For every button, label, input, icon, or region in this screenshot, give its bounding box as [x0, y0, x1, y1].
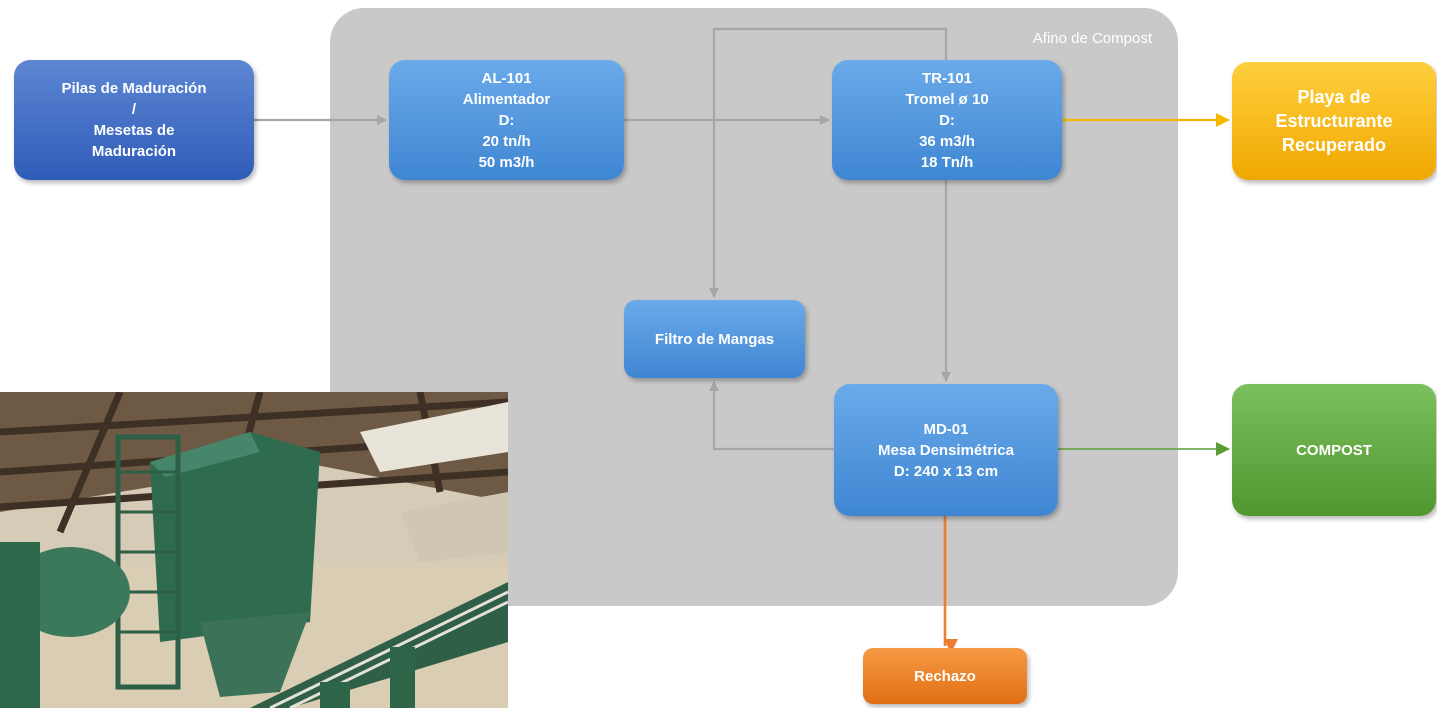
- arrow-md01-to-filtro: [709, 381, 834, 451]
- tr101-line-5: 18 Tn/h: [920, 153, 974, 171]
- pilas-line-2: /: [131, 101, 137, 118]
- rechazo-label: Rechazo: [914, 667, 976, 685]
- filtro-de-mangas-node: Filtro de Mangas: [624, 300, 805, 378]
- md-01-mesa-densimetrica-node: MD-01 Mesa Densimétrica D: 240 x 13 cm: [834, 384, 1058, 516]
- pilas-line-3: Mesetas de: [93, 122, 175, 139]
- pilas-line-1: Pilas de Maduración: [61, 80, 207, 97]
- tr101-line-1: TR-101: [921, 69, 973, 87]
- playa-line-3: Recuperado: [1281, 135, 1387, 155]
- pilas-de-maduracion-node: Pilas de Maduración / Mesetas de Madurac…: [14, 60, 254, 180]
- tr101-line-2: Tromel ø 10: [905, 90, 989, 108]
- arrow-tr101-to-filtro: [709, 27, 948, 298]
- filtro-label: Filtro de Mangas: [654, 330, 775, 348]
- rechazo-node: Rechazo: [863, 648, 1027, 704]
- al101-line-5: 50 m3/h: [478, 153, 535, 171]
- al-101-alimentador-node: AL-101 Alimentador D: 20 tn/h 50 m3/h: [389, 60, 624, 180]
- md01-line-1: MD-01: [923, 420, 969, 438]
- photo-illustration: [0, 392, 508, 708]
- tr101-line-3: D:: [939, 111, 955, 129]
- al101-line-4: 20 tn/h: [482, 132, 531, 150]
- dust-collector-photo: [0, 392, 508, 708]
- al101-line-1: AL-101: [481, 69, 532, 87]
- group-label: Afino de Compost: [1032, 30, 1152, 47]
- pilas-line-4: Maduración: [91, 143, 177, 160]
- playa-de-estructurante-node: Playa de Estructurante Recuperado: [1232, 62, 1436, 180]
- compost-node: COMPOST: [1232, 384, 1436, 516]
- tr-101-tromel-node: TR-101 Tromel ø 10 D: 36 m3/h 18 Tn/h: [832, 60, 1062, 180]
- compost-label: COMPOST: [1296, 441, 1372, 459]
- tr101-line-4: 36 m3/h: [919, 132, 975, 150]
- playa-line-2: Estructurante: [1275, 111, 1393, 131]
- al101-line-2: Alimentador: [462, 90, 551, 108]
- md01-line-3: D: 240 x 13 cm: [893, 462, 999, 480]
- md01-line-2: Mesa Densimétrica: [878, 441, 1014, 459]
- al101-line-3: D:: [498, 111, 515, 129]
- playa-line-1: Playa de: [1297, 87, 1371, 107]
